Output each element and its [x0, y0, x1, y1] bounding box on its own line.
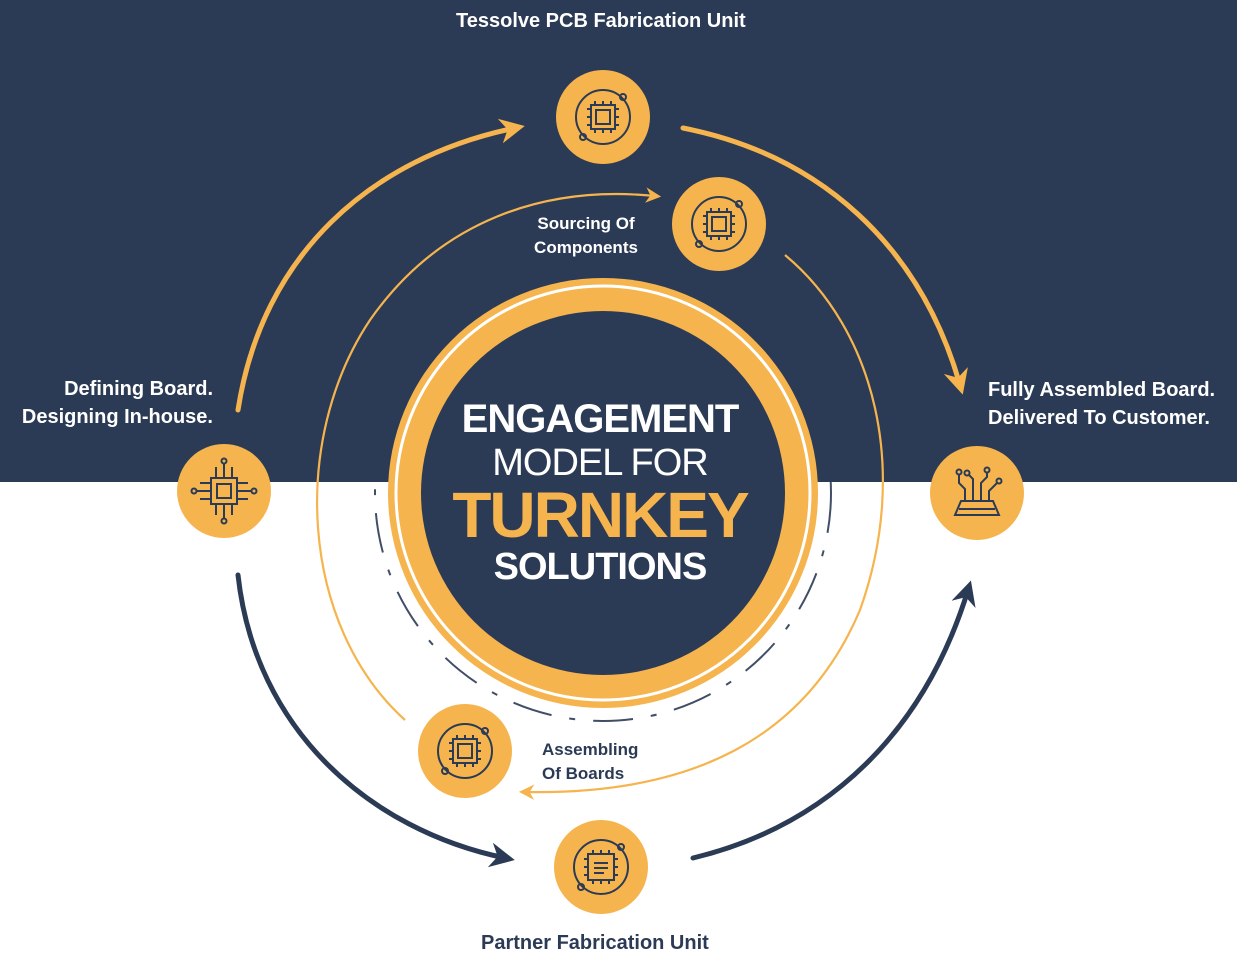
arrow-sourcing-to-assembling — [518, 254, 884, 800]
center-title-line1: ENGAGEMENT — [461, 397, 740, 441]
label-partner-fab: Partner Fabrication Unit — [481, 932, 709, 954]
chip-icon — [691, 196, 747, 252]
label-assembling: Assembling Of Boards — [542, 740, 639, 783]
node-assembling — [418, 704, 512, 798]
chip-icon — [437, 723, 493, 779]
node-sourcing — [672, 177, 766, 271]
label-defining: Defining Board. Designing In-house. — [21, 378, 213, 428]
node-defining — [177, 444, 271, 538]
center-title-line3: TURNKEY — [452, 479, 749, 551]
arrow-partner-to-delivered — [690, 580, 976, 861]
label-tessolve-fab: Tessolve PCB Fabrication Unit — [456, 10, 746, 32]
arrow-inner-to-sourcing — [316, 187, 662, 721]
arrow-defining-to-partner — [235, 572, 515, 868]
chip-icon — [575, 89, 631, 145]
center-disc — [421, 311, 785, 675]
center-title-line4: SOLUTIONS — [493, 546, 708, 588]
label-delivered: Fully Assembled Board. Delivered To Cust… — [988, 379, 1216, 429]
circuit-board-icon — [953, 466, 1003, 516]
node-tessolve-fab — [556, 70, 650, 164]
center-title-line2: MODEL FOR — [492, 442, 709, 484]
node-delivered — [930, 446, 1024, 540]
label-sourcing: Sourcing Of Components — [534, 214, 638, 257]
processor-icon — [190, 457, 258, 525]
chip-lines-icon — [573, 839, 629, 895]
node-partner-fab — [554, 820, 648, 914]
arrow-tessolve-to-delivered — [680, 125, 968, 395]
center-title: ENGAGEMENT MODEL FOR TURNKEY SOLUTIONS — [450, 396, 750, 588]
arrow-defining-to-tessolve — [235, 118, 525, 413]
